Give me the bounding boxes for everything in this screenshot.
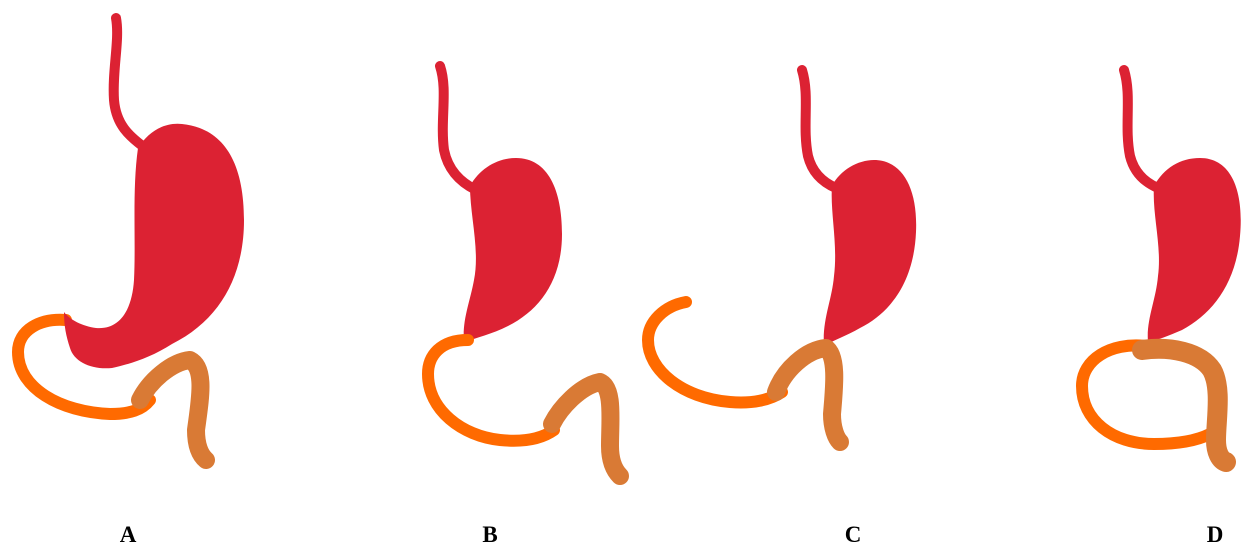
panel-b-esophagus: [440, 66, 476, 190]
panel-a-esophagus: [114, 18, 148, 150]
panel-label-c: C: [845, 523, 862, 546]
panel-d-stomach: [1148, 158, 1241, 342]
panel-c-stomach: [824, 160, 916, 346]
panel-b-duodenum: [552, 382, 620, 476]
panel-c-esophagus: [802, 70, 836, 188]
panel-b-stomach: [464, 158, 562, 342]
panel-c: [648, 70, 916, 442]
panel-a: [18, 18, 244, 460]
panel-a-duodenum: [140, 360, 206, 460]
panel-d: [1082, 70, 1241, 462]
panel-d-esophagus: [1124, 70, 1158, 188]
panel-c-limb: [648, 302, 782, 403]
panel-label-b: B: [482, 523, 497, 546]
panel-label-a: A: [120, 523, 137, 546]
panel-b: [428, 66, 620, 476]
panel-a-stomach: [64, 124, 244, 369]
panel-label-d: D: [1207, 523, 1224, 546]
panel-b-limb: [428, 340, 554, 441]
